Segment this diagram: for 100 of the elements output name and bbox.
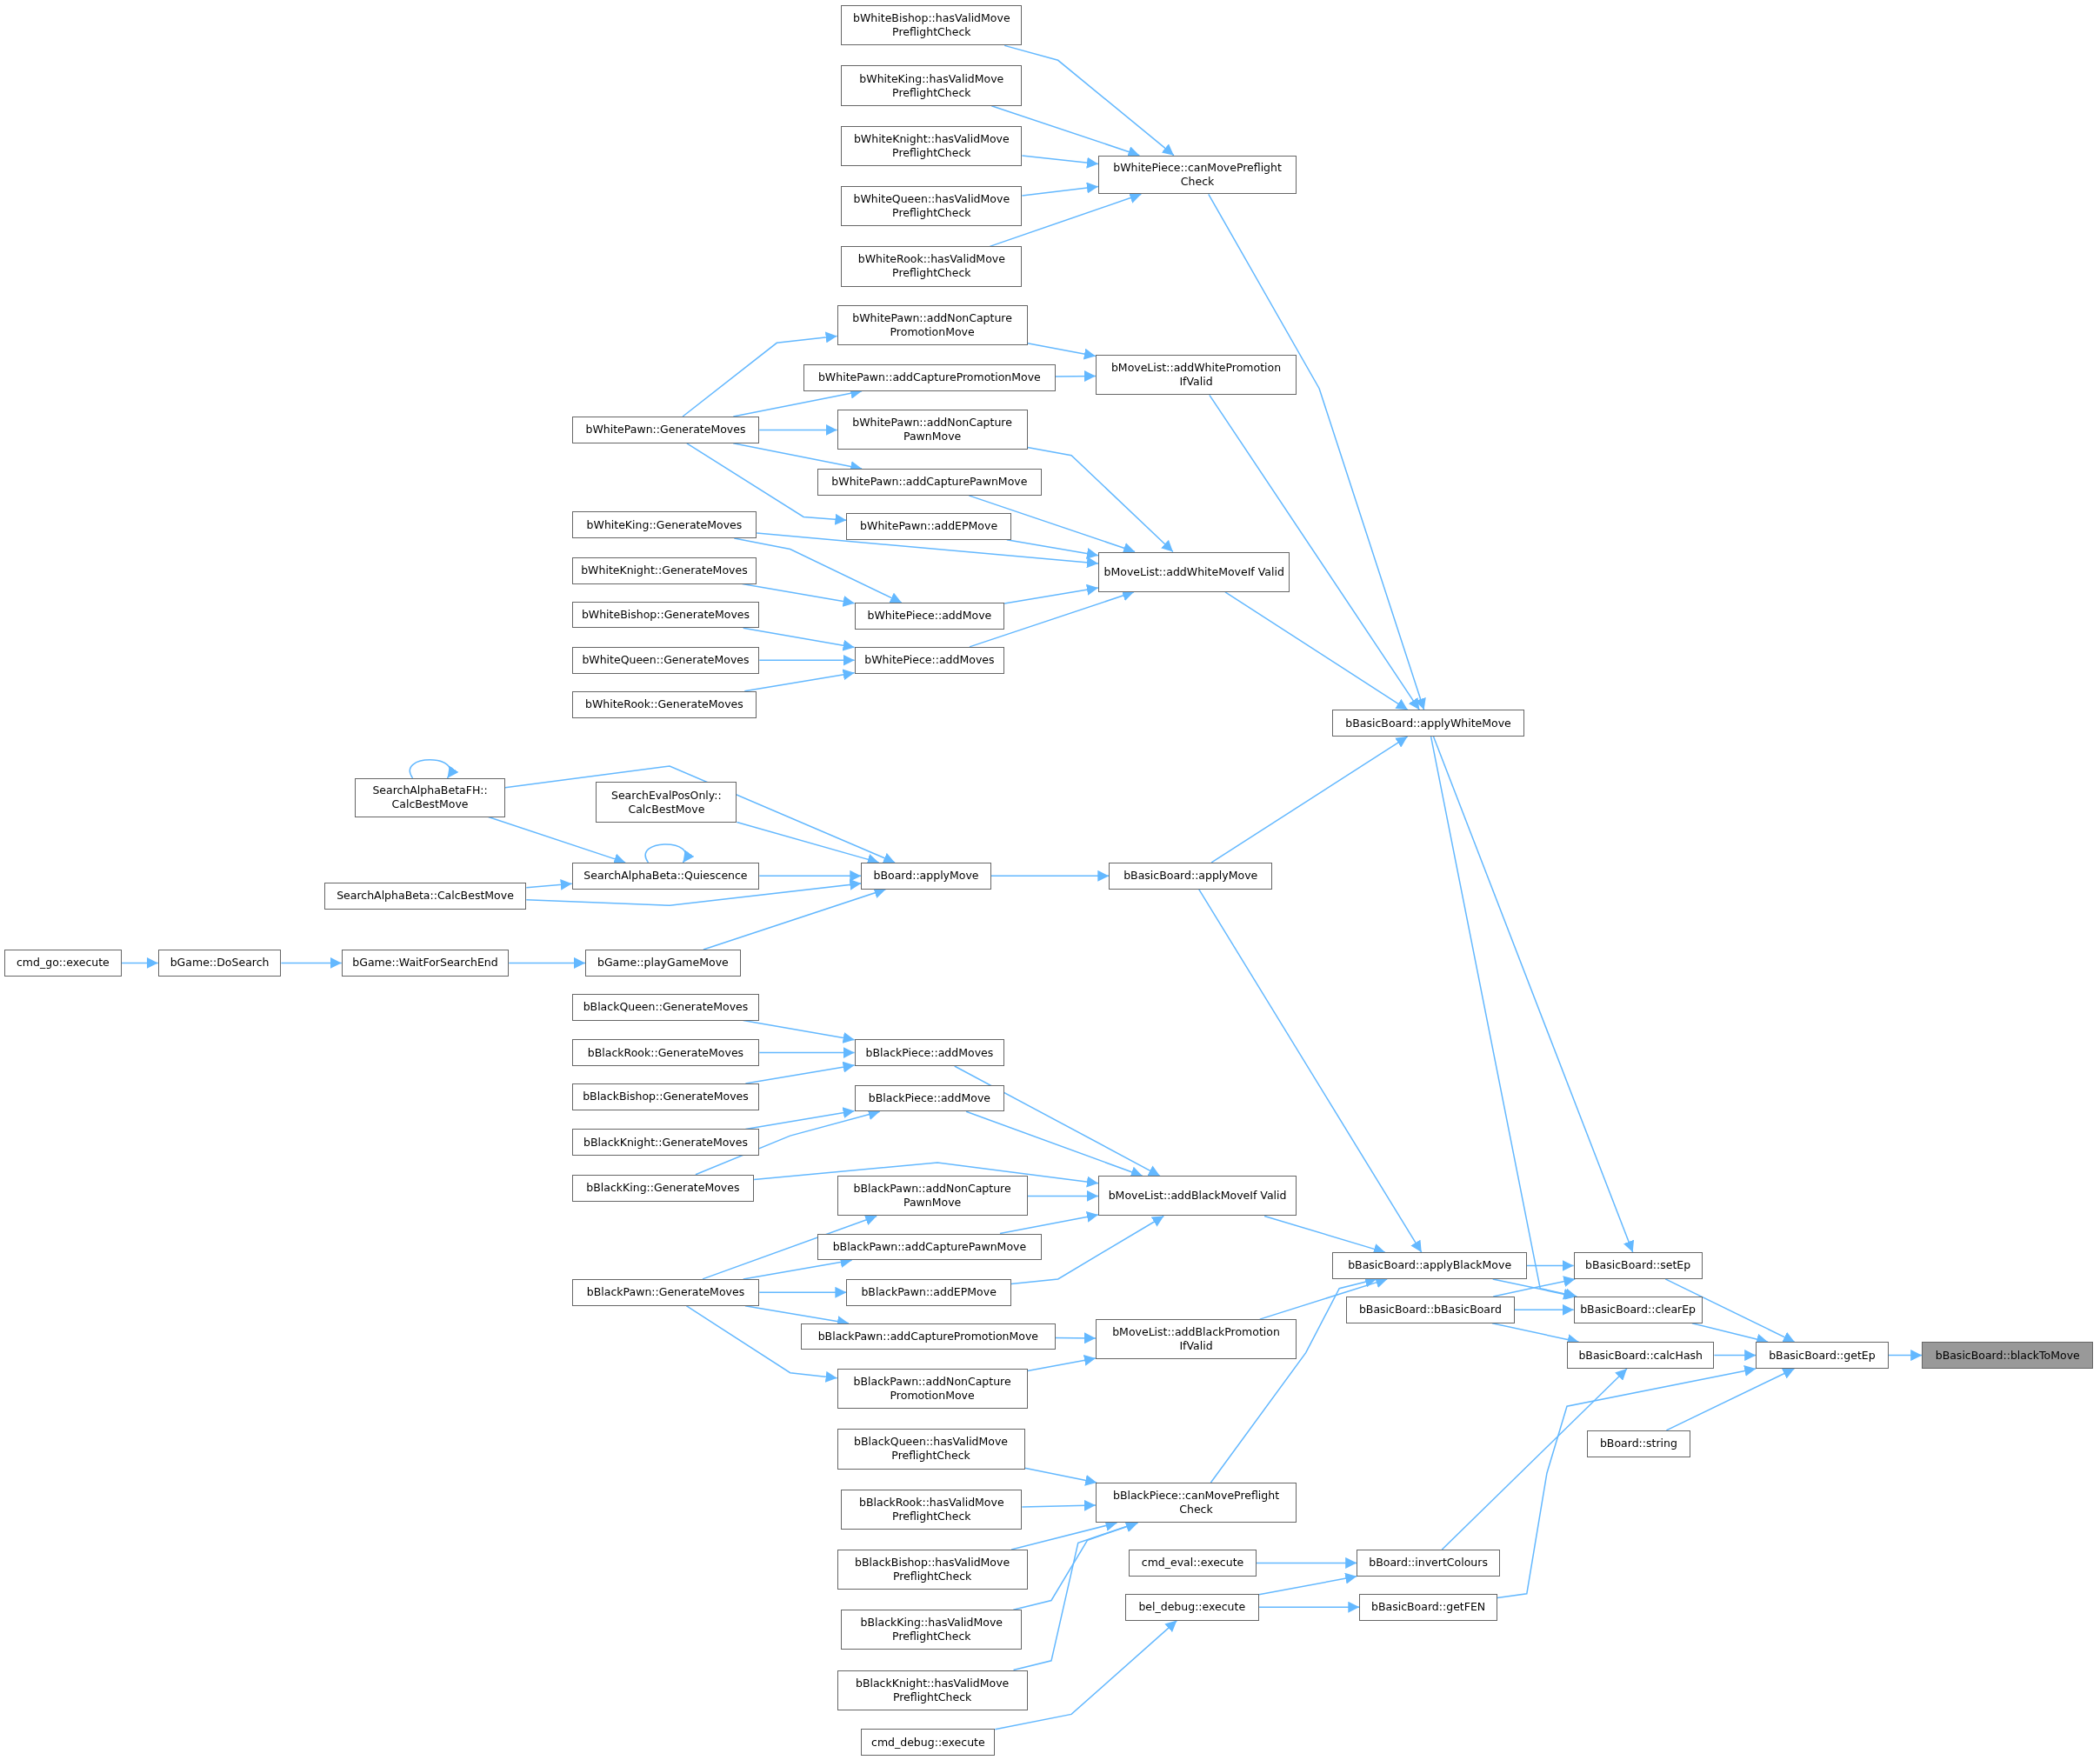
function-box: bWhiteRook::GenerateMoves <box>571 690 757 718</box>
function-box: bWhitePawn::GenerateMoves <box>571 417 760 443</box>
function-box: bBlackPiece::addMoves <box>854 1039 1005 1066</box>
arrow <box>742 627 856 651</box>
function-box: bBasicBoard::getEp <box>1756 1342 1889 1370</box>
function-box: bMoveList::addBlackMoveIf Valid <box>1097 1176 1297 1217</box>
function-box: bBlackQueen::hasValidMove PreflightCheck <box>837 1429 1025 1470</box>
arrow <box>1054 1332 1097 1344</box>
function-box: bWhiteKnight::hasValidMove PreflightCheck <box>841 125 1023 166</box>
function-box: bWhiteKnight::GenerateMoves <box>571 557 757 584</box>
function-box: cmd_eval::execute <box>1129 1550 1257 1577</box>
function-box: bWhiteBishop::hasValidMove PreflightCheck <box>841 5 1023 46</box>
arrow <box>1441 1368 1628 1550</box>
function-box: bWhitePawn::addCapturePromotionMove <box>803 363 1056 391</box>
function-box: bMoveList::addBlackPromotion IfValid <box>1095 1319 1297 1360</box>
arrow <box>280 957 343 969</box>
arrow <box>1026 1190 1099 1202</box>
arrow <box>1026 446 1174 553</box>
function-box: bBlackRook::hasValidMove PreflightCheck <box>841 1489 1023 1530</box>
arrow <box>1258 1572 1357 1596</box>
function-box: bBlackPawn::GenerateMoves <box>571 1278 760 1306</box>
arrow <box>508 957 586 969</box>
arrow <box>1026 1354 1097 1372</box>
arrow <box>1255 1557 1357 1569</box>
arrow <box>121 957 159 969</box>
function-box: bWhitePiece::addMoves <box>854 646 1005 674</box>
arrow <box>1664 1278 1796 1343</box>
function-box: SearchAlphaBeta::CalcBestMove <box>323 882 527 910</box>
arrow <box>682 331 838 417</box>
arrow <box>1665 1368 1796 1431</box>
arrow <box>1887 1350 1923 1362</box>
function-box: SearchEvalPosOnly:: CalcBestMove <box>596 782 737 823</box>
function-box: bGame::DoSearch <box>157 950 282 977</box>
arrow <box>1258 1601 1361 1613</box>
function-box: bBlackKing::GenerateMoves <box>571 1174 755 1202</box>
function-box: bWhitePawn::addNonCapture PromotionMove <box>837 305 1028 346</box>
arrow <box>409 759 457 779</box>
arrow <box>1526 1260 1575 1271</box>
arrow <box>1021 182 1099 197</box>
function-box: bMoveList::addWhitePromotion IfValid <box>1095 355 1297 396</box>
function-box: bBasicBoard::bBasicBoard <box>1345 1296 1515 1323</box>
function-box: bGame::WaitForSearchEnd <box>341 950 510 977</box>
function-box: bBlackKing::hasValidMove PreflightCheck <box>841 1610 1023 1650</box>
arrow <box>733 537 903 603</box>
function-box: bBlackRook::GenerateMoves <box>571 1039 760 1066</box>
function-box: bBoard::invertColours <box>1357 1550 1500 1577</box>
arrow <box>965 1110 1143 1177</box>
function-box: bBasicBoard::blackToMove <box>1922 1342 2094 1370</box>
function-box: bel_debug::execute <box>1124 1593 1259 1621</box>
arrow <box>1432 736 1635 1253</box>
function-box: bWhiteBishop::GenerateMoves <box>571 601 760 629</box>
arrow <box>1003 44 1175 157</box>
arrow <box>686 443 848 525</box>
function-box: bBlackPawn::addNonCapture PawnMove <box>837 1176 1028 1217</box>
arrow <box>1010 1215 1165 1285</box>
function-box: bBasicBoard::applyBlackMove <box>1332 1252 1527 1279</box>
arrow <box>758 654 856 666</box>
arrow <box>644 843 693 863</box>
function-box: bWhitePawn::addNonCapture PawnMove <box>837 410 1028 450</box>
arrow <box>758 1286 848 1298</box>
arrow <box>758 1047 856 1059</box>
arrow <box>1021 155 1099 169</box>
arrow <box>1713 1350 1757 1362</box>
function-box: SearchAlphaBetaFH:: CalcBestMove <box>355 777 505 817</box>
function-box: bBlackBishop::GenerateMoves <box>571 1083 760 1110</box>
function-box: cmd_debug::execute <box>861 1729 996 1757</box>
function-box: bBasicBoard::clearEp <box>1573 1296 1703 1323</box>
function-box: bBoard::string <box>1587 1430 1690 1457</box>
arrow <box>990 104 1141 157</box>
function-box: bBlackPiece::canMovePreflight Check <box>1095 1482 1297 1523</box>
arrow <box>758 423 838 436</box>
arrow <box>994 1619 1178 1730</box>
function-box: bBlackPawn::addCapturePromotionMove <box>801 1323 1056 1350</box>
function-box: bBasicBoard::setEp <box>1573 1252 1703 1279</box>
function-box: bBasicBoard::applyWhiteMove <box>1332 710 1524 737</box>
arrow <box>953 1065 1161 1177</box>
arrow <box>753 1162 1099 1188</box>
arrow <box>1003 583 1099 604</box>
function-box: bBlackKnight::hasValidMove PreflightCheck <box>837 1670 1028 1710</box>
function-box: bWhitePawn::addEPMove <box>846 512 1011 540</box>
arrow <box>1210 736 1409 863</box>
function-box: bBlackQueen::GenerateMoves <box>571 993 760 1021</box>
arrow <box>756 532 1099 569</box>
arrow <box>525 878 863 906</box>
function-box: bWhiteKing::GenerateMoves <box>571 511 757 539</box>
function-box: bWhiteQueen::GenerateMoves <box>571 646 760 674</box>
arrow <box>525 878 573 890</box>
function-box: bWhiteKing::hasValidMove PreflightCheck <box>841 65 1023 106</box>
function-box: bBasicBoard::applyMove <box>1109 862 1273 890</box>
function-box: SearchAlphaBeta::Quiescence <box>571 862 760 890</box>
function-box: bBasicBoard::calcHash <box>1567 1342 1715 1370</box>
function-box: bMoveList::addWhiteMoveIf Valid <box>1097 551 1290 592</box>
arrow <box>1514 1303 1575 1316</box>
arrow <box>1497 1365 1757 1599</box>
arrow <box>1197 888 1423 1253</box>
arrow <box>758 870 863 882</box>
function-box: bGame::playGameMove <box>585 950 741 977</box>
arrow <box>702 1214 877 1280</box>
arrow <box>1021 1499 1097 1511</box>
function-box: bBoard::applyMove <box>861 862 991 890</box>
